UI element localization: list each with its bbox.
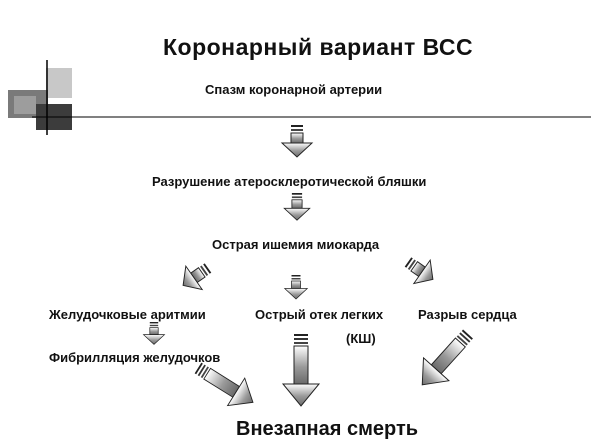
node-ischemia: Острая ишемия миокарда xyxy=(212,237,380,252)
slide-corner-decor-icon xyxy=(8,60,591,135)
node-plaque-rupture: Разрушение атеросклеротической бляшки xyxy=(152,174,427,189)
diagonal-arrow-icon xyxy=(399,249,442,292)
node-pulmonary-edema: Острый отек легких xyxy=(255,307,384,322)
down-arrow-icon xyxy=(282,333,320,407)
node-pulmonary-edema-note: (КШ) xyxy=(346,331,376,346)
diagonal-arrow-icon xyxy=(174,255,217,298)
down-arrow-icon xyxy=(143,321,165,345)
node-arrhythmia: Желудочковые аритмии xyxy=(49,307,206,322)
node-fibrillation: Фибрилляция желудочков xyxy=(49,350,221,365)
diagonal-arrow-icon xyxy=(409,322,482,397)
down-arrow-icon xyxy=(281,124,313,158)
node-heart-rupture: Разрыв сердца xyxy=(418,307,517,322)
page-title: Коронарный вариант ВСС xyxy=(163,34,474,60)
node-sudden-death: Внезапная смерть xyxy=(236,418,419,440)
down-arrow-icon xyxy=(283,192,311,221)
node-spasm: Спазм коронарной артерии xyxy=(205,82,383,97)
down-arrow-icon xyxy=(284,274,308,300)
